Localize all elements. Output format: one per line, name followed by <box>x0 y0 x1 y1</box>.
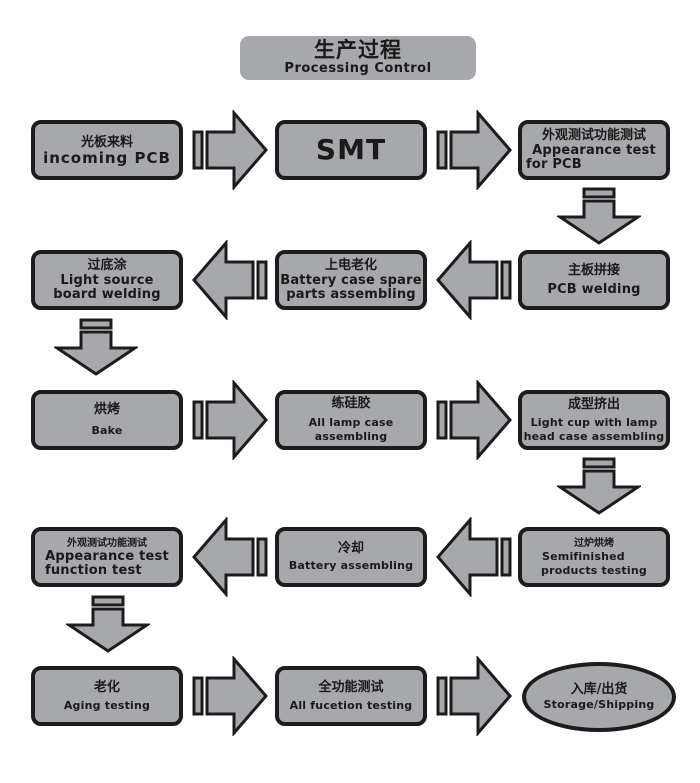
arrow-right-icon <box>190 110 270 190</box>
step-appearance-test-pcb: 外观测试功能测试 Appearance test for PCB <box>518 120 670 180</box>
arrow-right-icon <box>434 656 514 736</box>
arrow-right-icon <box>190 656 270 736</box>
arrow-right-icon <box>434 110 514 190</box>
step-label-en: PCB welding <box>547 282 641 297</box>
step-label-en: assembling <box>314 430 388 443</box>
arrow-down-icon <box>557 457 641 515</box>
step-battery-case-assembling: 上电老化 Battery case spare parts assembling <box>275 250 427 310</box>
step-label-en: for PCB <box>526 157 582 172</box>
diagram-title: 生产过程 Processing Control <box>240 36 476 80</box>
step-label-en: Appearance test <box>532 143 656 158</box>
step-label-en: board welding <box>53 287 161 302</box>
arrow-down-icon <box>557 187 641 245</box>
step-label-en: All lamp case <box>308 416 394 429</box>
step-smt: SMT <box>275 120 427 180</box>
step-lamp-case-assembling: 练硅胶 All lamp case assembling <box>275 390 427 450</box>
step-label-cn: SMT <box>315 133 387 166</box>
step-label-en: incoming PCB <box>43 149 171 167</box>
step-label-cn: 入库/出货 <box>570 682 628 697</box>
step-label-en: Storage/Shipping <box>543 698 655 711</box>
step-label-cn: 外观测试功能测试 <box>67 537 147 549</box>
step-appearance-function-test: 外观测试功能测试 Appearance test function test <box>31 527 183 587</box>
step-pcb-welding: 主板拼接 PCB welding <box>518 250 670 310</box>
title-english: Processing Control <box>284 61 432 76</box>
arrow-down-icon <box>66 595 150 653</box>
step-label-cn: 过底涂 <box>87 258 127 273</box>
step-label-cn: 全功能测试 <box>318 679 384 695</box>
arrow-down-icon <box>54 318 138 376</box>
arrow-left-icon <box>190 240 270 320</box>
step-label-en: Semifinished <box>542 549 625 563</box>
step-label-en: parts assembling <box>286 287 416 302</box>
step-label-cn: 过炉烘烤 <box>574 537 614 549</box>
step-all-function-testing: 全功能测试 All fucetion testing <box>275 666 427 726</box>
step-bake: 烘烤 Bake <box>31 390 183 450</box>
arrow-right-icon <box>434 380 514 460</box>
step-semifinished-testing: 过炉烘烤 Semifinished products testing <box>518 527 670 587</box>
step-label-cn: 成型挤出 <box>567 396 620 412</box>
step-label-en: head case assembling <box>523 429 665 443</box>
step-label-cn: 烘烤 <box>93 402 120 417</box>
step-label-en: Appearance test <box>45 548 169 564</box>
step-storage-shipping: 入库/出货 Storage/Shipping <box>522 662 676 732</box>
arrow-left-icon <box>434 517 514 597</box>
step-light-cup-assembling: 成型挤出 Light cup with lamp head case assem… <box>518 390 670 450</box>
step-incoming-pcb: 光板来料 incoming PCB <box>31 120 183 180</box>
step-label-en: Battery assembling <box>288 559 414 572</box>
step-battery-assembling: 冷却 Battery assembling <box>275 527 427 587</box>
step-label-en: Light cup with lamp <box>530 415 658 429</box>
step-label-en: Battery case spare <box>280 273 422 288</box>
arrow-left-icon <box>434 240 514 320</box>
step-label-en: All fucetion testing <box>289 698 413 712</box>
step-label-en: Light source <box>60 273 154 288</box>
step-label-en: Aging testing <box>63 698 151 712</box>
step-label-cn: 老化 <box>93 679 120 695</box>
step-label-cn: 练硅胶 <box>331 396 371 411</box>
arrow-right-icon <box>190 380 270 460</box>
step-label-en: function test <box>45 562 142 578</box>
arrow-left-icon <box>190 517 270 597</box>
step-label-cn: 外观测试功能测试 <box>541 128 646 143</box>
step-label-en: Bake <box>91 424 123 437</box>
title-chinese: 生产过程 <box>314 38 402 62</box>
step-label-cn: 光板来料 <box>80 135 133 150</box>
step-light-source-welding: 过底涂 Light source board welding <box>31 250 183 310</box>
step-label-cn: 主板拼接 <box>567 263 620 278</box>
step-label-cn: 上电老化 <box>324 258 377 273</box>
step-label-cn: 冷却 <box>337 541 364 556</box>
step-aging-testing: 老化 Aging testing <box>31 666 183 726</box>
step-label-en: products testing <box>541 563 647 577</box>
